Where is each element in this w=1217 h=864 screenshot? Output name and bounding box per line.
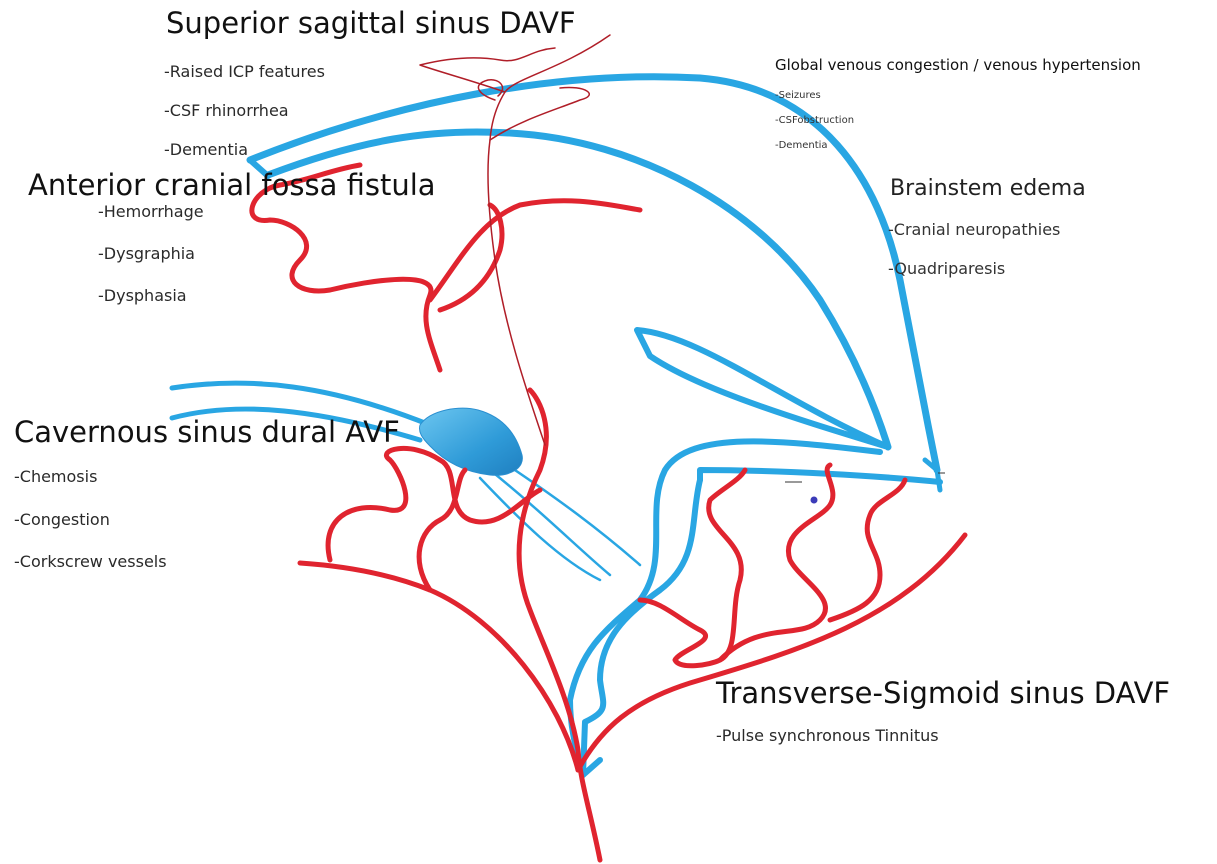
- superior-sagittal-sinus-outer: [250, 77, 937, 470]
- main-artery-trunk: [519, 390, 600, 860]
- global-item-1: -Seizures: [775, 90, 821, 101]
- acf-title: Anterior cranial fossa fistula: [28, 168, 436, 202]
- global-title: Global venous congestion / venous hypert…: [775, 56, 1141, 74]
- cavernous-item-1: -Chemosis: [14, 467, 97, 486]
- global-item-2: -CSFobstruction: [775, 115, 854, 126]
- brainstem-item-2: -Quadriparesis: [888, 259, 1005, 278]
- cavernous-title: Cavernous sinus dural AVF: [14, 415, 400, 449]
- transverse-corkscrew-2: [720, 465, 833, 660]
- cavernous-corkscrew-2: [419, 470, 465, 590]
- sss-item-3: -Dementia: [164, 140, 248, 159]
- sss-item-2: -CSF rhinorrhea: [164, 101, 289, 120]
- petrosal-sinus-2: [490, 470, 610, 575]
- petrosal-sinus-3: [480, 478, 600, 580]
- marker-dot: [811, 497, 818, 504]
- acf-item-3: -Dysphasia: [98, 286, 187, 305]
- arteries: [252, 165, 965, 860]
- brainstem-item-1: -Cranial neuropathies: [888, 220, 1060, 239]
- acf-item-1: -Hemorrhage: [98, 202, 204, 221]
- transverse-title: Transverse-Sigmoid sinus DAVF: [716, 676, 1170, 710]
- cavernous-item-2: -Congestion: [14, 510, 110, 529]
- brainstem-title: Brainstem edema: [890, 176, 1086, 201]
- transverse-item-1: -Pulse synchronous Tinnitus: [716, 726, 939, 745]
- global-item-3: -Dementia: [775, 140, 828, 151]
- sss-title: Superior sagittal sinus DAVF: [166, 6, 576, 40]
- cavernous-sinus: [419, 408, 522, 475]
- acf-branch: [430, 201, 640, 300]
- artery-branch-left: [300, 563, 578, 770]
- acf-item-2: -Dysgraphia: [98, 244, 195, 263]
- cavernous-item-3: -Corkscrew vessels: [14, 552, 167, 571]
- transverse-sinus-inner: [583, 480, 700, 775]
- sss-item-1: -Raised ICP features: [164, 62, 325, 81]
